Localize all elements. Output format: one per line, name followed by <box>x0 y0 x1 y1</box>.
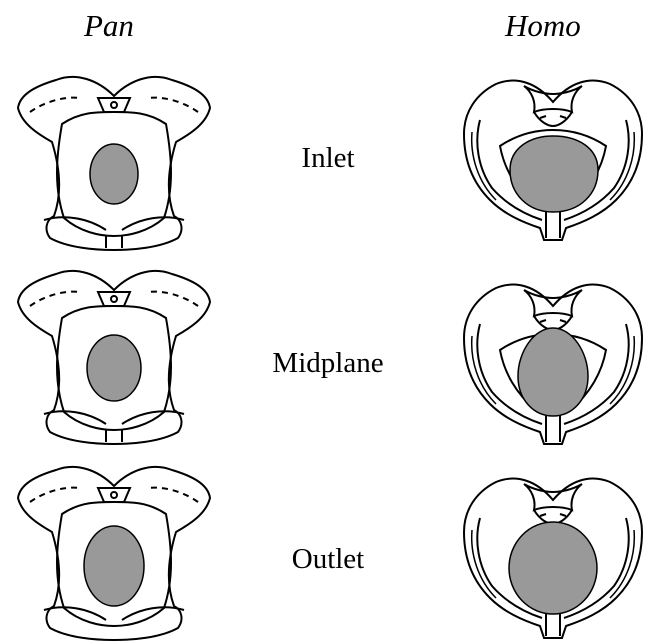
homo-pelvis-midplane <box>460 276 646 446</box>
pan-canal-outlet <box>84 526 144 606</box>
homo-pelvis-outlet <box>460 470 646 640</box>
pan-pelvis-inlet <box>14 68 214 254</box>
pan-canal-inlet <box>90 144 138 204</box>
row-label-outlet: Outlet <box>228 543 428 576</box>
row-label-inlet: Inlet <box>228 142 428 175</box>
homo-canal-inlet <box>510 136 598 212</box>
pan-pelvis-outlet <box>14 458 214 642</box>
homo-canal-outlet <box>509 522 597 614</box>
header-homo: Homo <box>505 8 581 44</box>
row-label-midplane: Midplane <box>228 347 428 380</box>
homo-pelvis-inlet <box>460 72 646 242</box>
pan-canal-midplane <box>87 335 141 401</box>
header-pan: Pan <box>84 8 134 44</box>
pan-pelvis-midplane <box>14 262 214 448</box>
